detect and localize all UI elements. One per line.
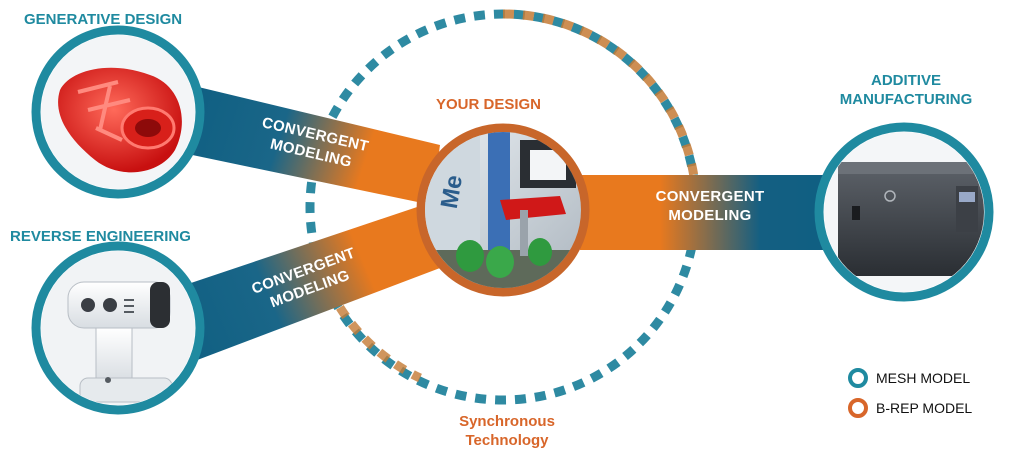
mesh-model-label: MESH MODEL [876,370,971,386]
generative-design-node [31,25,205,199]
right-band-line1: CONVERGENT [655,188,765,205]
convergent-band-right [580,175,835,250]
your-design-label: YOUR DESIGN [436,96,542,113]
synchronous-label-line2: Technology [465,431,549,449]
legend-brep-model: B-REP MODEL [848,398,972,418]
legend-mesh-model: MESH MODEL [848,368,970,388]
mesh-model-marker-icon [848,368,868,388]
synchronous-technology-label: Synchronous Technology [432,413,582,451]
right-band-label: CONVERGENT MODELING [640,188,780,226]
additive-manufacturing-label: ADDITIVE MANUFACTURING [826,72,986,110]
hp-printer-image [824,132,984,292]
synchronous-label-line1: Synchronous [459,413,555,430]
generative-part-image [41,35,195,189]
convergent-band-lower [176,202,440,362]
convergent-band-upper [178,85,440,205]
right-band-line2: MODELING [668,206,752,224]
svg-text:Me: Me [436,173,468,211]
generative-design-label: GENERATIVE DESIGN [24,11,183,28]
additive-label-line1: ADDITIVE [870,72,941,89]
additive-label-line2: MANUFACTURING [839,90,973,108]
your-design-node: Me [416,123,590,297]
additive-manufacturing-node [814,122,994,302]
brep-model-marker-icon [848,398,868,418]
reverse-engineering-node [31,241,205,415]
factory-arm-image: Me [425,132,581,288]
3d-scanner-image [41,251,195,405]
reverse-engineering-label: REVERSE ENGINEERING [10,228,191,245]
brep-model-label: B-REP MODEL [876,400,973,416]
